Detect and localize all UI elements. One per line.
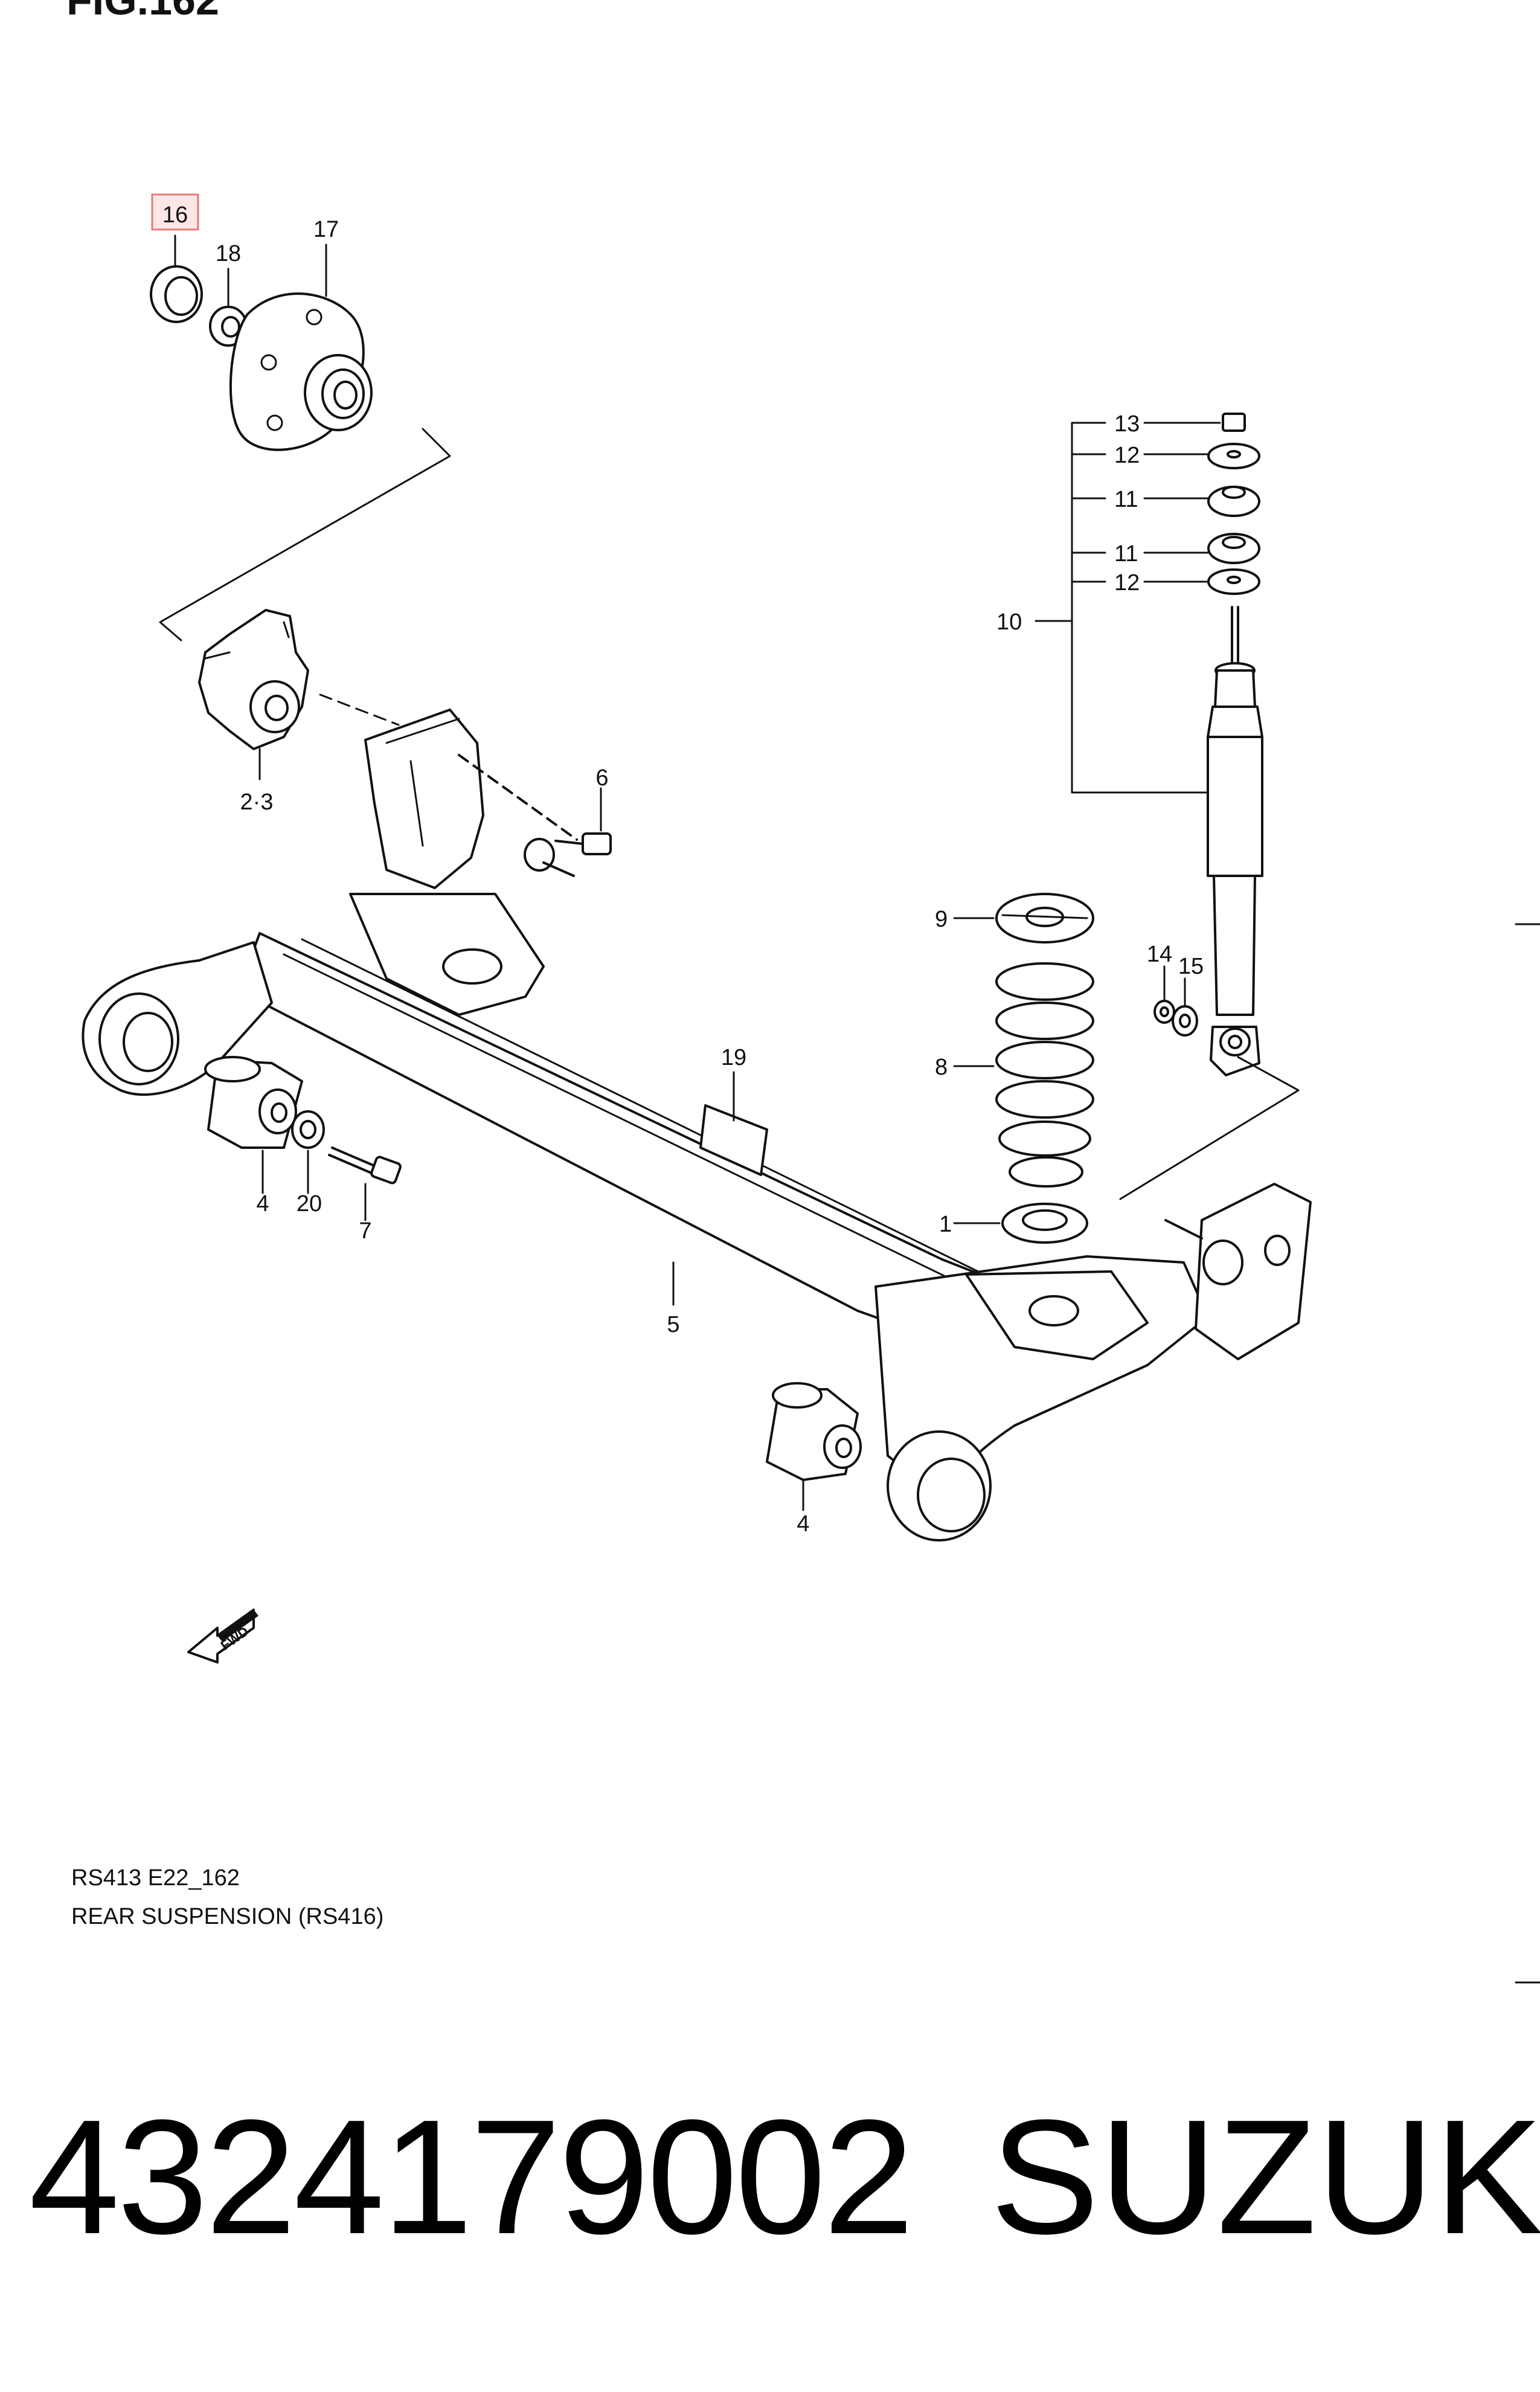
callout-20[interactable]: 20 <box>297 1191 322 1217</box>
figure-title: FIG.162 <box>66 0 219 24</box>
part-12-washer-lower[interactable] <box>1207 568 1260 595</box>
part-15-washer[interactable] <box>1172 1005 1198 1037</box>
callout-2-3[interactable]: 2·3 <box>240 789 274 815</box>
part-20-washer[interactable] <box>291 1110 325 1149</box>
callout-12-lower[interactable]: 12 <box>1114 570 1140 596</box>
callout-18[interactable]: 18 <box>216 241 241 266</box>
part-5-torsion-beam[interactable] <box>82 893 1312 1542</box>
figure-code: RS413 E22_162 <box>71 1865 240 1891</box>
part-number: 4324179002 <box>29 2086 914 2268</box>
callout-11-upper[interactable]: 11 <box>1114 487 1138 512</box>
part-12-washer-upper[interactable] <box>1207 443 1260 469</box>
callout-9[interactable]: 9 <box>935 907 948 932</box>
part-16-seal[interactable] <box>150 265 203 323</box>
callout-14[interactable]: 14 <box>1147 942 1172 967</box>
part-9-spring-seat[interactable] <box>995 893 1094 944</box>
callout-1[interactable]: 1 <box>939 1212 952 1237</box>
callout-4-left[interactable]: 4 <box>256 1191 269 1217</box>
part-4-bushing-right[interactable] <box>766 1382 862 1481</box>
part-14-nut[interactable] <box>1153 1000 1175 1024</box>
fwd-arrow-icon: FWD <box>187 1609 258 1664</box>
part-17-hub[interactable] <box>229 292 373 451</box>
callout-19[interactable]: 19 <box>721 1045 746 1070</box>
axle-bracket <box>364 709 484 889</box>
part-13-nut[interactable] <box>1222 413 1246 432</box>
callout-15[interactable]: 15 <box>1178 954 1204 979</box>
callout-17[interactable]: 17 <box>313 217 339 242</box>
part-4-bushing-left[interactable] <box>204 1056 303 1149</box>
callout-6[interactable]: 6 <box>595 765 608 791</box>
callout-4-right[interactable]: 4 <box>797 1511 809 1537</box>
callout-16[interactable]: 16 <box>162 202 188 228</box>
callout-8[interactable]: 8 <box>935 1055 948 1080</box>
part-2-3-knuckle[interactable] <box>198 609 309 750</box>
rear-suspension-diagram: 16 18 17 2·3 6 13 12 11 11 12 10 9 14 15… <box>82 193 1540 1984</box>
callout-5[interactable]: 5 <box>667 1312 679 1337</box>
part-11-bushing-upper[interactable] <box>1207 486 1260 517</box>
callout-7[interactable]: 7 <box>359 1218 371 1244</box>
part-7-bolt[interactable] <box>328 1146 402 1185</box>
callout-12-upper[interactable]: 12 <box>1114 443 1140 468</box>
callout-13[interactable]: 13 <box>1114 411 1140 437</box>
part-8-coil-spring[interactable] <box>995 962 1094 1188</box>
brand-name: SUZUKI <box>990 2086 1540 2268</box>
callout-11-lower[interactable]: 11 <box>1114 541 1138 567</box>
diagram-panel: FIG.162 <box>66 0 1540 1984</box>
figure-name: REAR SUSPENSION (RS416) <box>71 1904 384 1929</box>
part-6-bolt[interactable] <box>458 754 612 855</box>
part-19-label-plate[interactable] <box>699 1104 768 1176</box>
highlight-box-16 <box>151 193 199 231</box>
part-10-shock-absorber[interactable] <box>1207 606 1263 1076</box>
callout-10[interactable]: 10 <box>996 609 1022 635</box>
part-11-bushing-lower[interactable] <box>1207 533 1260 564</box>
bushing-stud <box>524 838 575 877</box>
part-1-spring-seat-lower[interactable] <box>1001 1203 1088 1244</box>
